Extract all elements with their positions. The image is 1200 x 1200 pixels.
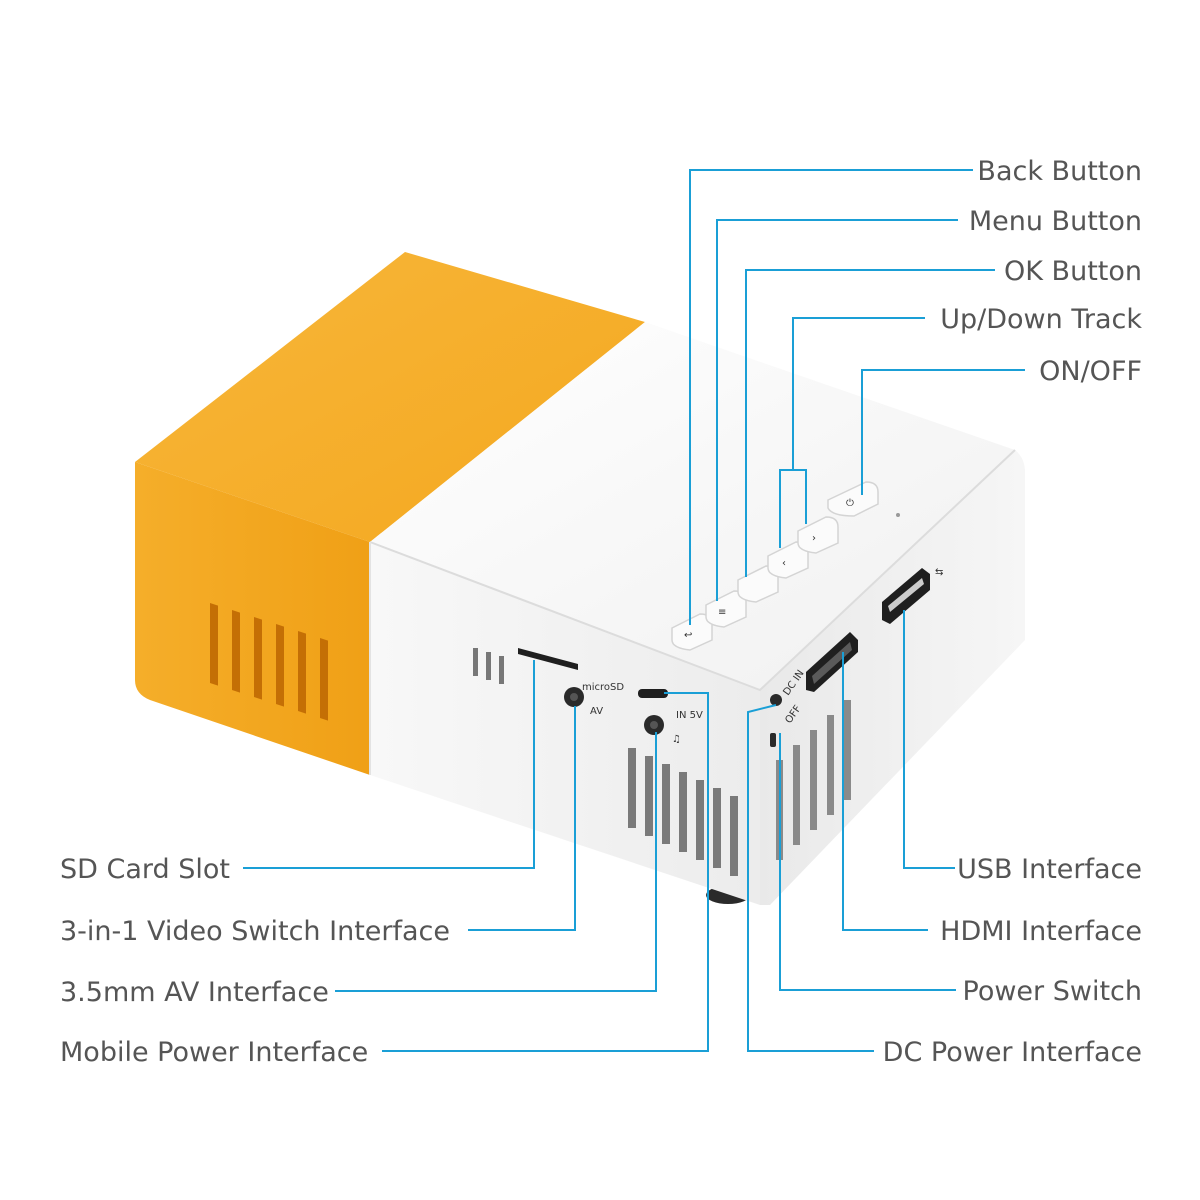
callout-labels: Back Button Menu Button OK Button Up/Dow… bbox=[60, 156, 1142, 1068]
dc-power-leader bbox=[747, 704, 874, 1052]
back-button-label: Back Button bbox=[977, 156, 1142, 187]
up-down-track-label: Up/Down Track bbox=[940, 304, 1142, 335]
back-arrow-icon: ↩ bbox=[684, 630, 692, 641]
sd-card-slot-label: SD Card Slot bbox=[60, 854, 230, 885]
down-arrow-icon: ‹ bbox=[782, 558, 786, 569]
dc-power-label: DC Power Interface bbox=[883, 1037, 1142, 1068]
mobile-power-leader bbox=[382, 692, 709, 1052]
up-arrow-icon: › bbox=[812, 533, 816, 544]
av-jack: AV bbox=[564, 687, 603, 717]
video-switch-label: 3-in-1 Video Switch Interface bbox=[60, 916, 450, 947]
microsd-port-label: microSD bbox=[582, 682, 624, 693]
av-interface-label: 3.5mm AV Interface bbox=[60, 977, 329, 1008]
callout-lines bbox=[243, 169, 1025, 1052]
microsd-slot: microSD bbox=[518, 648, 624, 693]
up-down-bracket bbox=[779, 469, 807, 548]
white-shell-top bbox=[370, 322, 1015, 690]
headphone-icon: ♫ bbox=[672, 734, 681, 745]
orange-vents bbox=[210, 603, 328, 721]
menu-button-leader bbox=[716, 219, 958, 601]
ok-button-label: OK Button bbox=[1004, 256, 1142, 287]
power-icon: ⏻ bbox=[846, 498, 854, 509]
usb-symbol-icon: ⇆ bbox=[935, 567, 943, 578]
power-switch-label: Power Switch bbox=[963, 976, 1142, 1007]
mobile-power-label: Mobile Power Interface bbox=[60, 1037, 368, 1068]
hdmi-leader bbox=[842, 652, 928, 931]
power-button-physical: ⏻ bbox=[827, 481, 879, 517]
back-button-leader bbox=[689, 169, 973, 625]
white-front-small-vents bbox=[473, 648, 504, 684]
video-switch-leader bbox=[468, 706, 576, 931]
usb-port: ⇆ bbox=[882, 567, 943, 624]
projector-body: microSD AV IN 5V ♫ DC IN OFF bbox=[135, 252, 1025, 905]
orange-shell-top bbox=[135, 252, 645, 542]
on-off-leader bbox=[861, 369, 1025, 495]
usb-interface-label: USB Interface bbox=[957, 854, 1142, 885]
av-port-label: AV bbox=[590, 706, 603, 717]
menu-icon: ≡ bbox=[718, 607, 726, 618]
power-indicator-led bbox=[896, 513, 900, 517]
power-switch-leader bbox=[779, 733, 956, 991]
menu-button-label: Menu Button bbox=[969, 206, 1142, 237]
sd-card-leader bbox=[243, 660, 535, 869]
micro-usb-port: IN 5V bbox=[638, 689, 703, 721]
usb-leader bbox=[903, 610, 955, 869]
av-interface-leader bbox=[335, 732, 657, 992]
on-off-label: ON/OFF bbox=[1039, 356, 1142, 387]
ok-button-leader bbox=[745, 269, 995, 577]
hdmi-interface-label: HDMI Interface bbox=[940, 916, 1142, 947]
audio-jack: ♫ bbox=[644, 715, 681, 745]
orange-shell-front bbox=[135, 462, 370, 775]
white-shell-side bbox=[760, 450, 1025, 905]
up-down-leader bbox=[792, 317, 925, 470]
up-button-physical: › bbox=[797, 516, 839, 554]
white-front-vents bbox=[628, 748, 738, 876]
in5v-port-label: IN 5V bbox=[676, 710, 703, 721]
